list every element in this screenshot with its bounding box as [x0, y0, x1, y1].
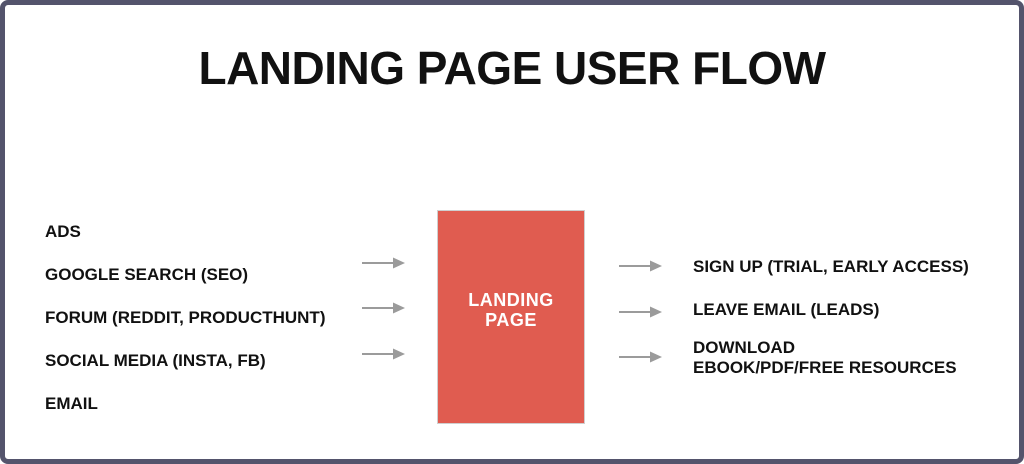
- landing-page-node: LANDING PAGE: [437, 210, 585, 424]
- arrow-right-icon: [619, 260, 662, 272]
- arrow-right-icon: [362, 348, 405, 360]
- arrow-right-icon: [619, 306, 662, 318]
- page-title: LANDING PAGE USER FLOW: [198, 42, 826, 94]
- source-item-forum: FORUM (REDDIT, PRODUCTHUNT): [45, 307, 326, 327]
- source-list: ADS GOOGLE SEARCH (SEO) FORUM (REDDIT, P…: [45, 210, 325, 425]
- arrow-right-icon: [362, 257, 405, 269]
- landing-page-label: LANDING PAGE: [468, 290, 554, 330]
- outcome-item-sign-up: SIGN UP (TRIAL, EARLY ACCESS): [693, 257, 969, 276]
- outcome-item-leave-email: LEAVE EMAIL (LEADS): [693, 300, 880, 319]
- source-item-email: EMAIL: [45, 393, 98, 413]
- outcome-item-download: DOWNLOAD EBOOK/PDF/FREE RESOURCES: [693, 338, 957, 377]
- source-item-social-media: SOCIAL MEDIA (INSTA, FB): [45, 350, 266, 370]
- arrow-right-icon: [619, 351, 662, 363]
- source-item-google-search: GOOGLE SEARCH (SEO): [45, 264, 249, 284]
- arrow-right-icon: [362, 302, 405, 314]
- source-item-ads: ADS: [45, 221, 81, 241]
